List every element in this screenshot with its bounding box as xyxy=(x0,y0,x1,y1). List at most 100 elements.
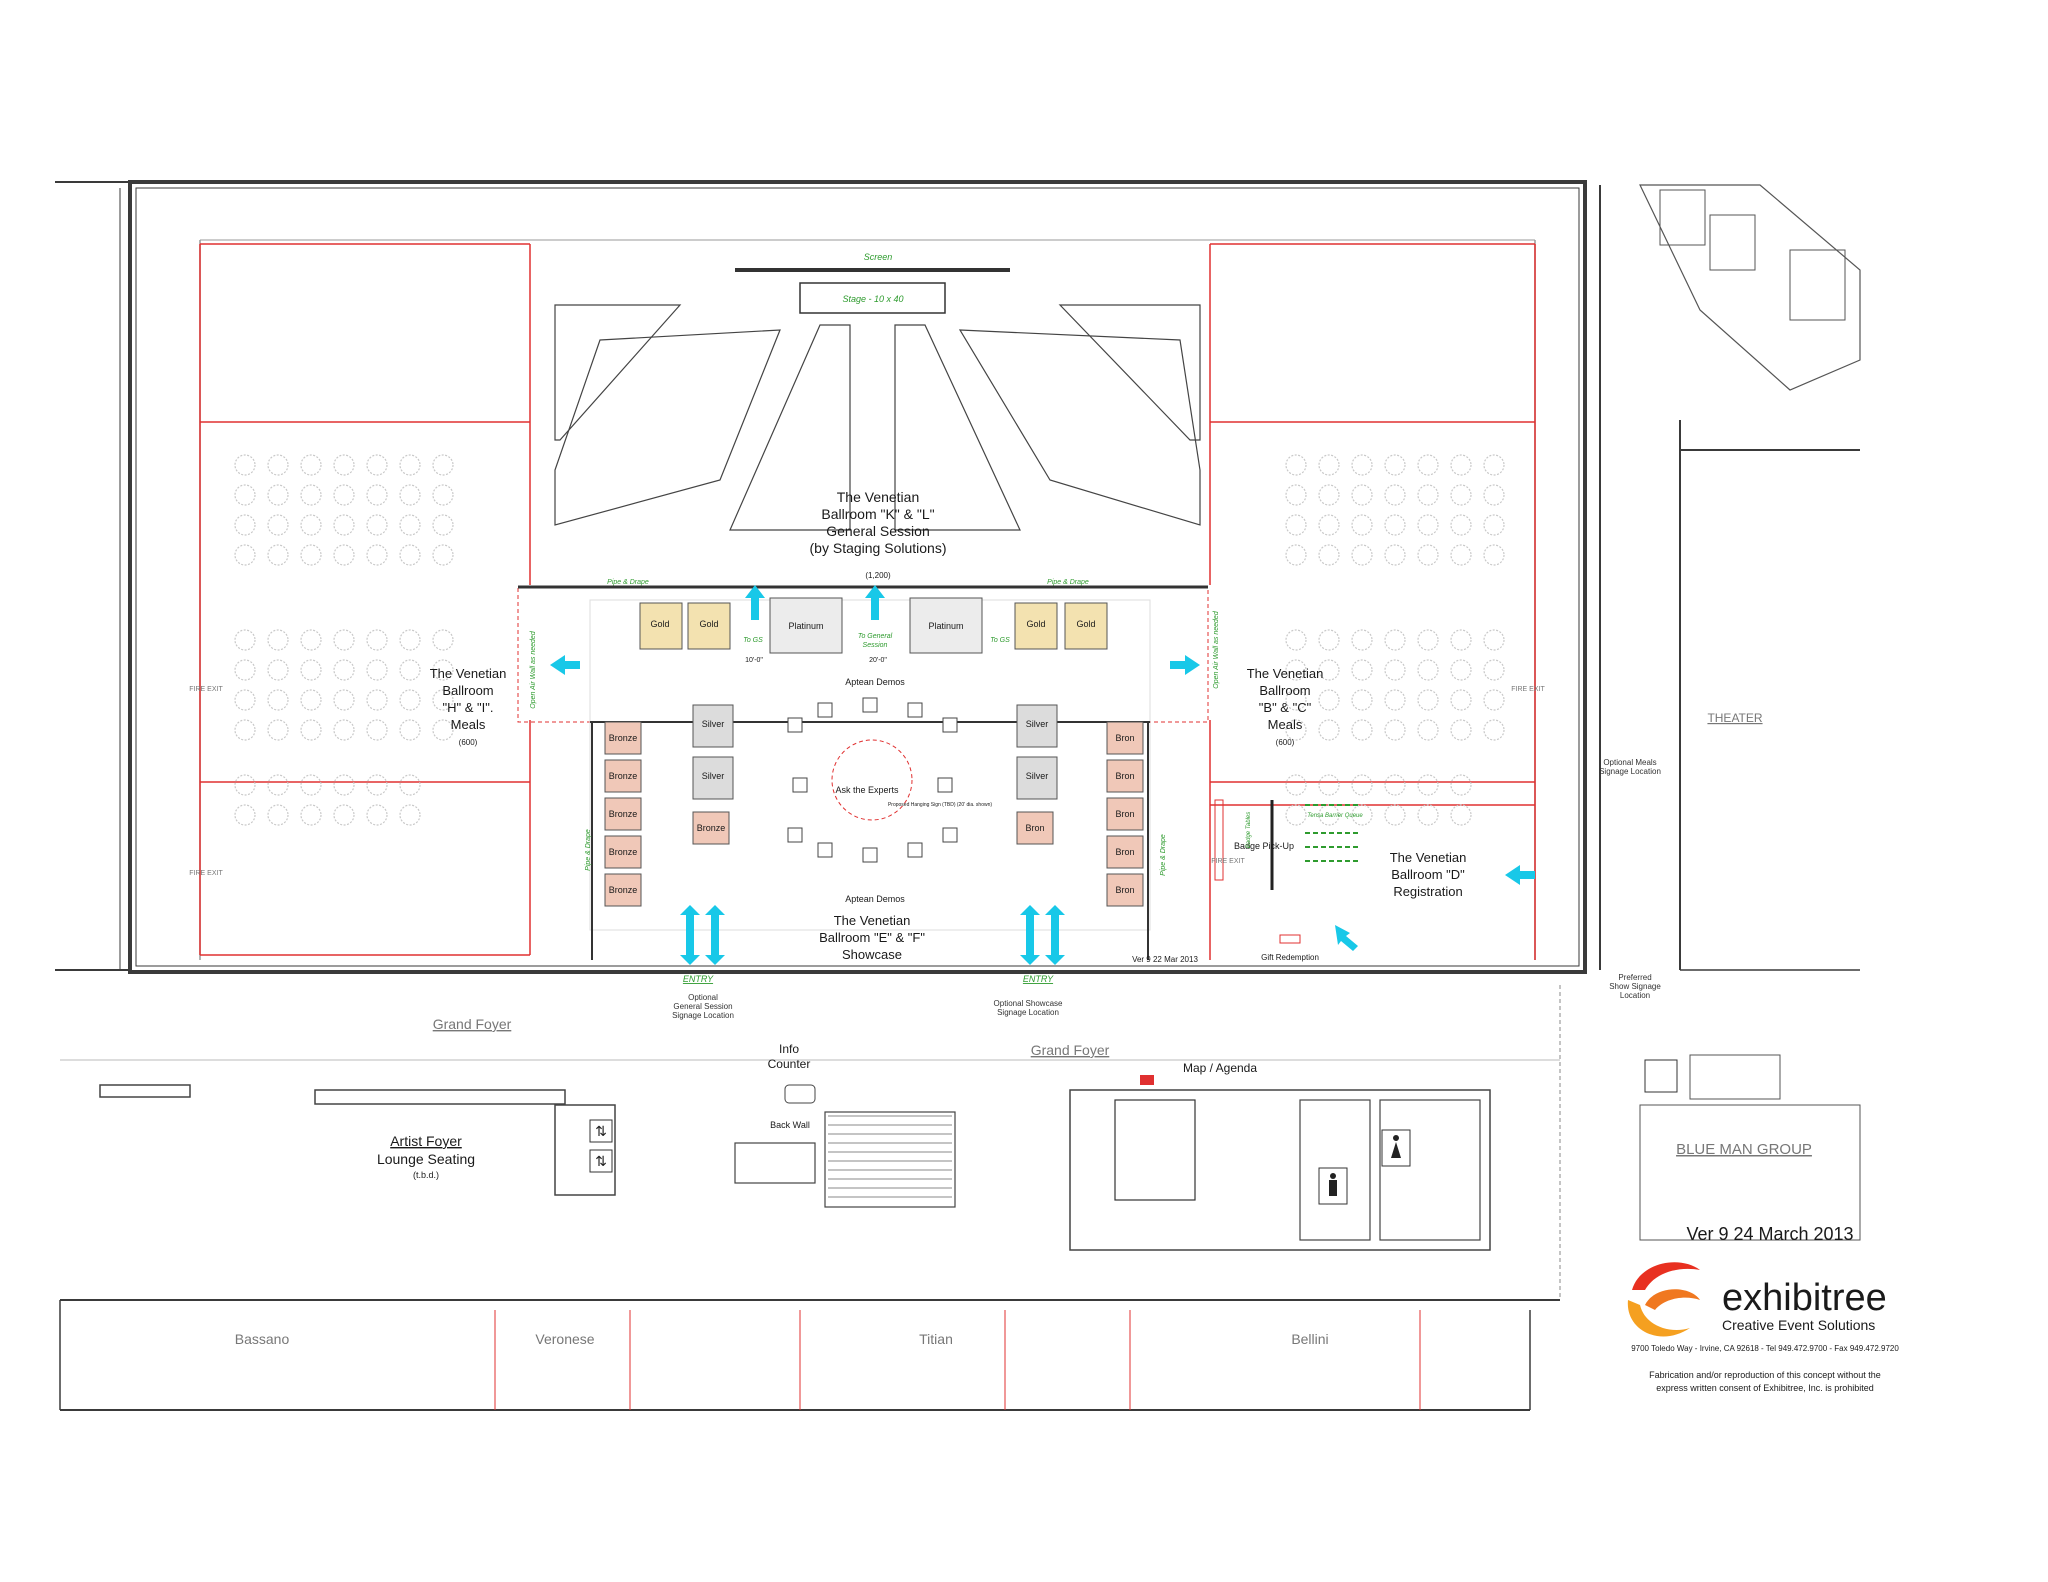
demo-station xyxy=(787,717,803,733)
round-table xyxy=(1483,629,1505,651)
round-table xyxy=(267,484,289,506)
gold-label-2: Gold xyxy=(699,619,718,629)
fire-exit-3: FIRE EXIT xyxy=(1511,686,1545,693)
demo-station xyxy=(817,702,833,718)
round-table xyxy=(300,514,322,536)
demo-station xyxy=(907,842,923,858)
pipe-drape-right: Pipe & Drape xyxy=(1047,579,1089,586)
round-table xyxy=(267,689,289,711)
round-table xyxy=(399,629,421,651)
bc-capacity: (600) xyxy=(1276,738,1295,747)
building-walls xyxy=(55,180,1860,974)
round-table xyxy=(432,544,454,566)
round-table xyxy=(333,454,355,476)
opt-show-2: Signage Location xyxy=(997,1008,1059,1017)
round-table xyxy=(432,689,454,711)
bc-title-4: Meals xyxy=(1268,717,1303,732)
to-general-1: To General xyxy=(858,633,893,640)
fire-exit-4: FIRE EXIT xyxy=(1211,858,1245,865)
round-table xyxy=(1483,484,1505,506)
gift-label: Gift Redemption xyxy=(1261,953,1319,962)
demo-station xyxy=(792,777,808,793)
entry-right: ENTRY xyxy=(1023,974,1054,984)
demo-station xyxy=(937,777,953,793)
round-table xyxy=(399,484,421,506)
brand-tagline: Creative Event Solutions xyxy=(1722,1317,1875,1333)
round-table xyxy=(1384,514,1406,536)
to-gs-right: To GS xyxy=(990,637,1010,644)
round-table xyxy=(1384,719,1406,741)
round-table xyxy=(1417,689,1439,711)
round-table xyxy=(333,689,355,711)
round-table xyxy=(1483,719,1505,741)
round-table xyxy=(234,484,256,506)
round-table xyxy=(1450,484,1472,506)
round-table xyxy=(267,544,289,566)
grand-foyer-left: Grand Foyer xyxy=(433,1016,512,1032)
round-table xyxy=(1483,689,1505,711)
round-table xyxy=(1285,719,1307,741)
bronze-label-4: Bronze xyxy=(609,847,638,857)
pipe-drape-vert-right: Pipe & Drape xyxy=(1160,834,1167,876)
round-table xyxy=(267,514,289,536)
bronze-label-6: Bronze xyxy=(697,823,726,833)
round-table xyxy=(1450,544,1472,566)
round-table xyxy=(366,774,388,796)
round-table xyxy=(366,804,388,826)
round-table xyxy=(432,514,454,536)
bc-title-3: "B" & "C" xyxy=(1259,700,1312,715)
round-table xyxy=(366,544,388,566)
disclaimer-1: Fabrication and/or reproduction of this … xyxy=(1649,1370,1881,1380)
demo-station xyxy=(862,697,878,713)
ask-experts: Ask the Experts xyxy=(835,785,899,795)
stage-area xyxy=(554,268,1201,531)
platinum-label-1: Platinum xyxy=(788,621,823,631)
round-table xyxy=(1351,804,1373,826)
round-table xyxy=(1384,484,1406,506)
round-table xyxy=(1351,629,1373,651)
kl-title-1: The Venetian xyxy=(837,489,920,505)
demo-station xyxy=(817,842,833,858)
round-table xyxy=(1318,454,1340,476)
round-table xyxy=(300,659,322,681)
round-table xyxy=(1483,454,1505,476)
round-table xyxy=(234,544,256,566)
round-table xyxy=(333,629,355,651)
version-label: Ver 9 24 March 2013 xyxy=(1686,1224,1853,1244)
bron-label-6: Bron xyxy=(1115,885,1134,895)
dim-20: 20'-0" xyxy=(869,657,887,664)
hanging-sign: Proposed Hanging Sign (TBD) (20' dia. sh… xyxy=(888,802,992,808)
round-table xyxy=(1351,719,1373,741)
opt-gs-1: Optional xyxy=(688,993,718,1002)
ef-title-3: Showcase xyxy=(842,947,902,962)
d-title-2: Ballroom "D" xyxy=(1391,867,1465,882)
round-table xyxy=(1285,454,1307,476)
theater-stairs xyxy=(1639,184,1861,391)
round-table xyxy=(300,629,322,651)
title-block: Ver 9 24 March 2013 exhibitree Creative … xyxy=(1627,1224,1899,1393)
round-table xyxy=(1318,544,1340,566)
bron-label-2: Bron xyxy=(1115,733,1134,743)
round-table xyxy=(399,544,421,566)
round-table xyxy=(267,804,289,826)
lounge-seating: Lounge Seating xyxy=(377,1151,475,1167)
round-table xyxy=(1450,804,1472,826)
room-bassano: Bassano xyxy=(235,1331,290,1347)
round-table xyxy=(333,719,355,741)
round-table xyxy=(267,659,289,681)
fire-exit-1: FIRE EXIT xyxy=(189,686,223,693)
round-table xyxy=(432,629,454,651)
disclaimer-2: express written consent of Exhibitree, I… xyxy=(1656,1383,1874,1393)
round-table xyxy=(234,689,256,711)
round-table xyxy=(1417,514,1439,536)
theater-label: THEATER xyxy=(1707,711,1762,725)
opt-meals-1: Optional Meals xyxy=(1603,758,1656,767)
exhibitree-logo-icon xyxy=(1627,1262,1700,1337)
round-table xyxy=(1285,544,1307,566)
round-table xyxy=(300,804,322,826)
opt-show-1: Optional Showcase xyxy=(994,999,1063,1008)
lower-foyer xyxy=(59,985,1561,1411)
bronze-label-1: Bronze xyxy=(609,733,638,743)
gold-label-3: Gold xyxy=(1026,619,1045,629)
